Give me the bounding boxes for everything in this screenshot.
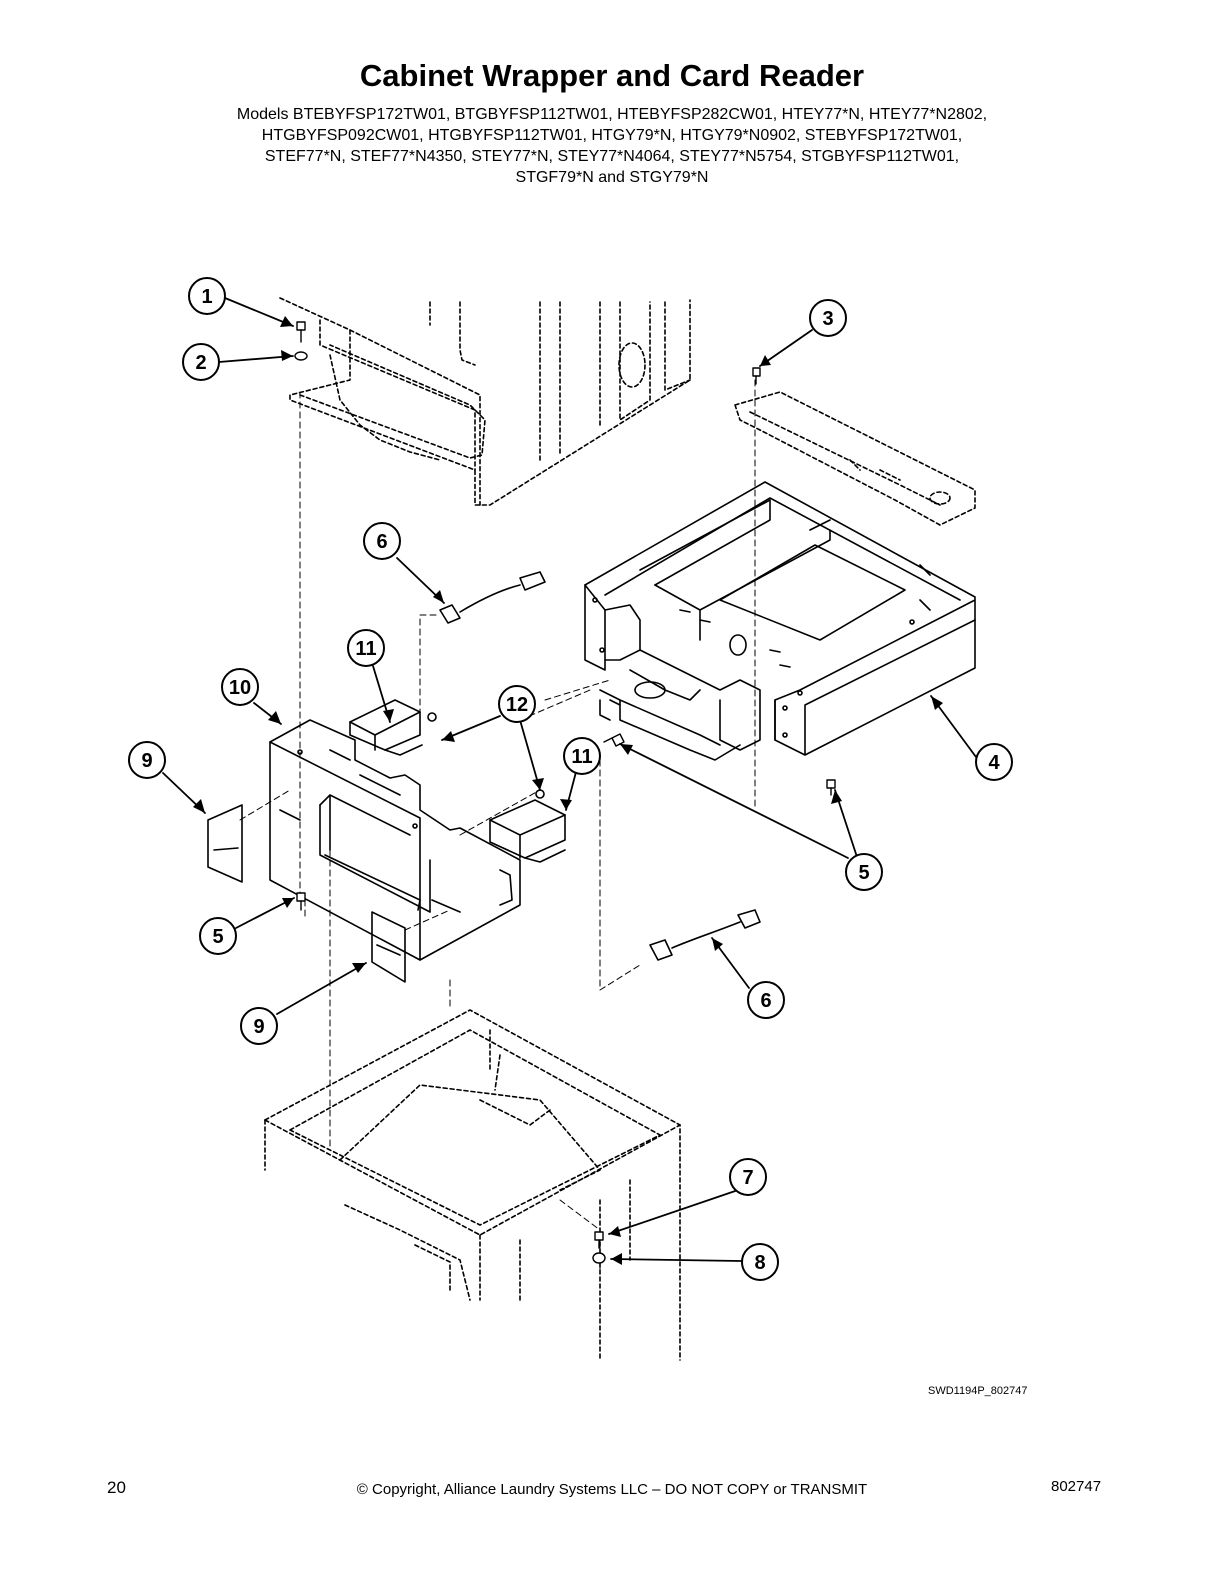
- callout-1: 1: [188, 277, 226, 315]
- svg-text:6: 6: [376, 531, 387, 553]
- svg-text:11: 11: [355, 638, 376, 660]
- card-label-upper: [207, 804, 243, 883]
- callout-7: 7: [729, 1158, 767, 1196]
- svg-text:10: 10: [229, 677, 251, 699]
- svg-text:5: 5: [858, 862, 869, 884]
- callout-8: 8: [741, 1243, 779, 1281]
- svg-text:3: 3: [822, 308, 833, 330]
- callout-arrowheads: [193, 316, 943, 1265]
- upper-dryer-unit: [279, 297, 691, 506]
- callout-3: 3: [809, 299, 847, 337]
- page-title: Cabinet Wrapper and Card Reader: [359, 58, 865, 93]
- callout-4: 4: [975, 743, 1013, 781]
- cabinet-base: [584, 481, 976, 761]
- callout-leaders: [162, 297, 977, 1262]
- svg-text:2: 2: [195, 352, 206, 374]
- wire-harness-upper: [439, 571, 546, 624]
- callout-11-upper: 11: [347, 629, 385, 667]
- card-reader-upper: [349, 699, 437, 756]
- svg-text:12: 12: [506, 694, 528, 716]
- top-bracket: [734, 391, 976, 526]
- alignment-lines: [239, 379, 756, 1271]
- model-list: Models BTEBYFSP172TW01, BTGBYFSP112TW01,…: [160, 104, 1064, 188]
- card-label-lower: [371, 911, 406, 983]
- model-line: STGF79*N and STGY79*N: [515, 169, 709, 186]
- svg-text:4: 4: [988, 752, 1000, 774]
- svg-text:11: 11: [571, 746, 592, 768]
- svg-text:7: 7: [742, 1167, 753, 1189]
- card-reader-bracket: [269, 719, 521, 961]
- copyright-notice: © Copyright, Alliance Laundry Systems LL…: [356, 1481, 868, 1498]
- callout-10: 10: [221, 668, 259, 706]
- page-number: 20: [107, 1478, 126, 1497]
- svg-text:9: 9: [141, 750, 152, 772]
- model-line: STEF77*N, STEF77*N4350, STEY77*N, STEY77…: [264, 148, 960, 165]
- drawing-id: SWD1194P_802747: [928, 1385, 1028, 1397]
- svg-text:9: 9: [253, 1016, 264, 1038]
- callout-9-upper: 9: [128, 741, 166, 779]
- lower-dryer-unit: [264, 1009, 681, 1361]
- model-line: Models BTEBYFSP172TW01, BTGBYFSP112TW01,…: [236, 106, 988, 123]
- callout-12: 12: [498, 685, 536, 723]
- callout-5-right: 5: [845, 853, 883, 891]
- callout-11-lower: 11: [563, 737, 601, 775]
- callout-5-left: 5: [199, 917, 237, 955]
- svg-text:5: 5: [212, 926, 223, 948]
- svg-text:6: 6: [760, 990, 771, 1012]
- callout-6-upper: 6: [363, 522, 401, 560]
- callout-bubbles: 1 2 3 4 5 5 6 6 7 8 9 9 10 11 11 12: [128, 277, 1013, 1281]
- svg-text:1: 1: [201, 286, 212, 308]
- callout-9-lower: 9: [240, 1007, 278, 1045]
- model-line: HTGBYFSP092CW01, HTGBYFSP112TW01, HTGY79…: [261, 127, 963, 144]
- fasteners: [294, 321, 836, 1264]
- document-number: 802747: [1051, 1478, 1102, 1495]
- callout-2: 2: [182, 343, 220, 381]
- wire-harness-lower: [649, 909, 761, 961]
- card-reader-lower: [489, 789, 566, 863]
- svg-text:8: 8: [754, 1252, 765, 1274]
- callout-6-lower: 6: [747, 981, 785, 1019]
